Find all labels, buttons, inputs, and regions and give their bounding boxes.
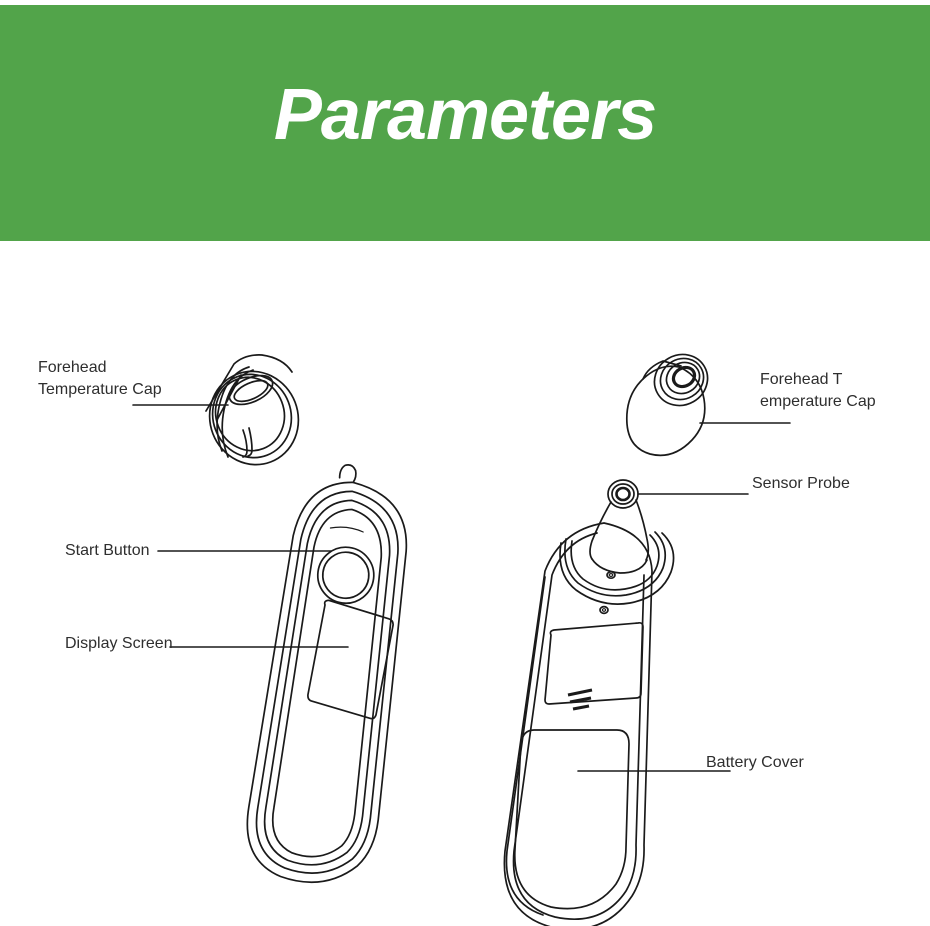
label-battery-cover: Battery Cover [706, 754, 804, 771]
label-display-screen: Display Screen [65, 635, 173, 652]
leader-lines [132, 404, 791, 772]
label-forehead-temperature-cap-left: Forehead Temperature Cap [38, 359, 162, 398]
page-title: Parameters [273, 75, 657, 155]
label-start-button: Start Button [65, 542, 150, 559]
thermometer-diagram [132, 353, 791, 926]
right-forehead-cap-illustration [625, 353, 709, 457]
label-forehead-temperature-cap-right: Forehead T emperature Cap [760, 371, 876, 410]
label-sensor-probe: Sensor Probe [752, 475, 850, 492]
header-banner: Parameters [0, 5, 930, 241]
left-device-body [246, 464, 408, 884]
diagram-area: Forehead Temperature Cap Start Button Di… [0, 241, 930, 926]
left-forehead-cap-illustration [205, 354, 300, 466]
right-device-body [503, 479, 675, 926]
